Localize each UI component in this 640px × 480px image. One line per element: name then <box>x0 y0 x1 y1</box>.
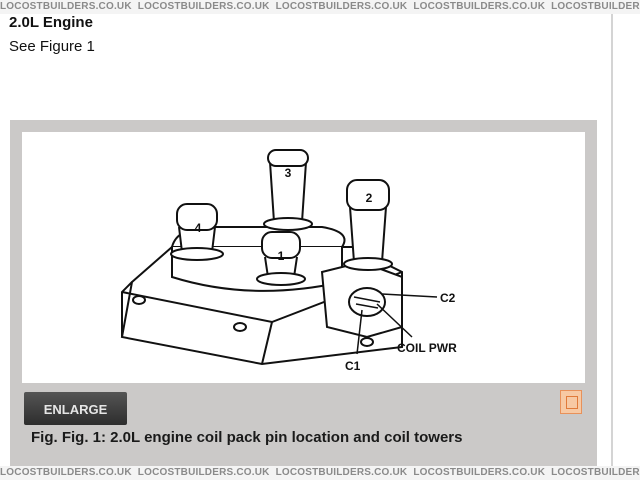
watermark-strip-top: LOCOSTBUILDERS.CO.UK LOCOSTBUILDERS.CO.UK… <box>0 0 640 14</box>
watermark-text: LOCOSTBUILDERS.CO.UK <box>137 467 270 478</box>
watermark-text: LOCOSTBUILDERS.CO.UK <box>0 1 132 12</box>
figure-panel: 3 2 4 1 C2 COIL PWR C1 ENLARGE Fig. Fig.… <box>10 120 597 466</box>
figure-caption: Fig. Fig. 1: 2.0L engine coil pack pin l… <box>31 429 463 446</box>
tower-4-label: 4 <box>195 221 202 235</box>
coil-pack-diagram: 3 2 4 1 C2 COIL PWR C1 <box>22 132 585 383</box>
tower-1-label: 1 <box>278 249 285 263</box>
content-divider <box>611 14 613 466</box>
c2-label: C2 <box>440 291 456 305</box>
section-title: 2.0L Engine <box>9 14 93 31</box>
tower-2-label: 2 <box>366 191 373 205</box>
tower-3-shape <box>263 149 313 231</box>
c1-label: C1 <box>345 359 361 373</box>
tower-3-label: 3 <box>285 166 292 180</box>
watermark-text: LOCOSTBUILDERS.CO.UK <box>413 1 546 12</box>
watermark-text: LOCOSTBUILDERS.CO.UK <box>0 467 132 478</box>
enlarge-button[interactable]: ENLARGE <box>24 392 127 425</box>
section-subtitle: See Figure 1 <box>9 38 95 55</box>
expand-icon[interactable] <box>560 390 582 414</box>
watermark-text: LOCOSTBUILDERS.CO.UK <box>551 467 640 478</box>
watermark-text: LOCOSTBUILDERS.CO.UK <box>275 1 408 12</box>
coil-pwr-label: COIL PWR <box>397 341 457 355</box>
watermark-text: LOCOSTBUILDERS.CO.UK <box>551 1 640 12</box>
watermark-strip-bottom: LOCOSTBUILDERS.CO.UK LOCOSTBUILDERS.CO.UK… <box>0 466 640 480</box>
watermark-text: LOCOSTBUILDERS.CO.UK <box>137 1 270 12</box>
watermark-text: LOCOSTBUILDERS.CO.UK <box>275 467 408 478</box>
watermark-text: LOCOSTBUILDERS.CO.UK <box>413 467 546 478</box>
